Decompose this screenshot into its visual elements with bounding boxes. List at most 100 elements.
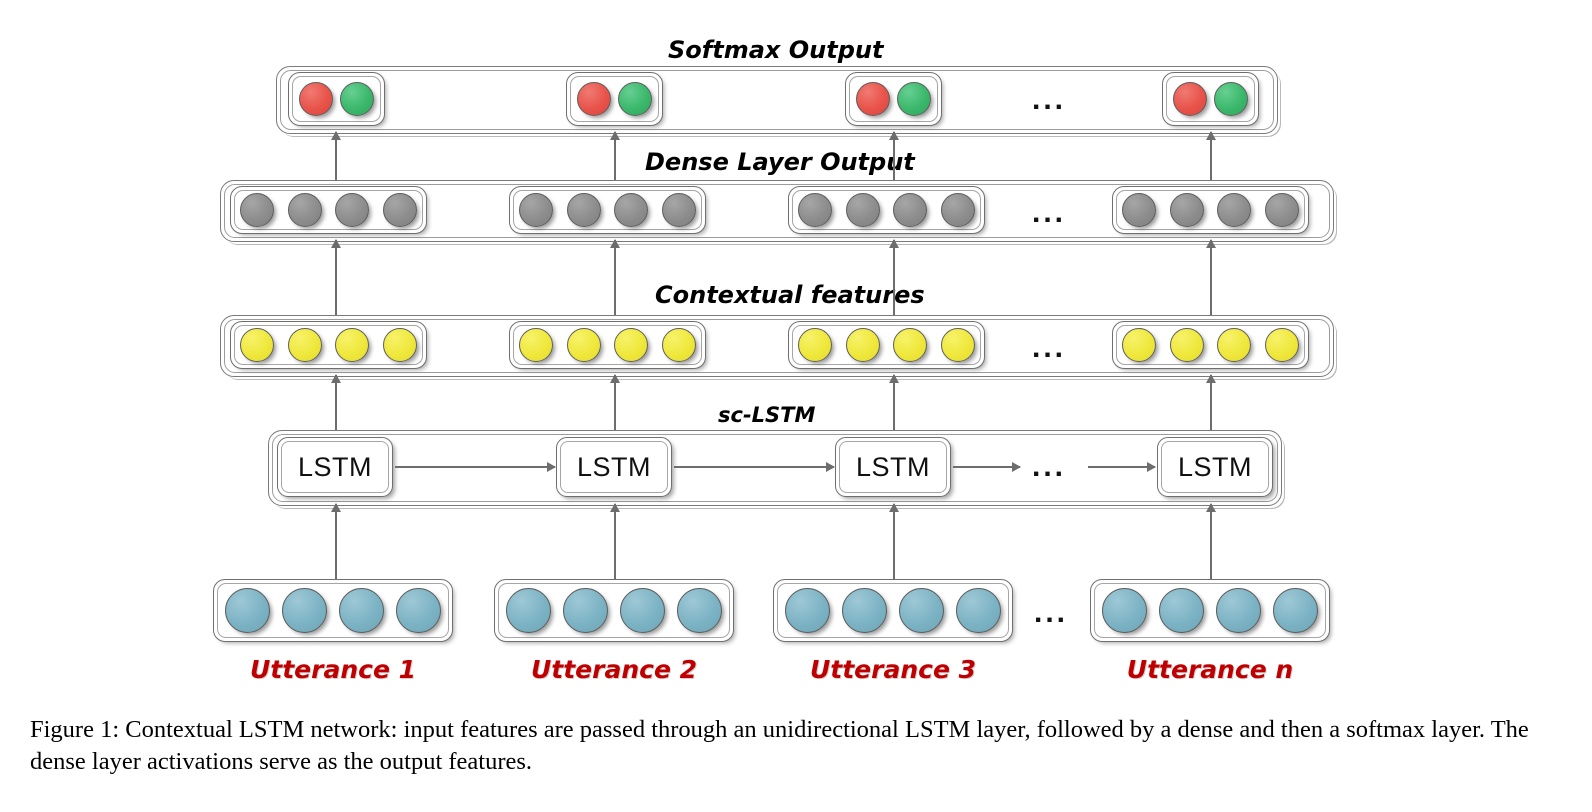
arrow-input-to-lstm-3 bbox=[893, 504, 895, 582]
figure-caption: Figure 1: Contextual LSTM network: input… bbox=[30, 716, 1529, 775]
contextual-node bbox=[1169, 328, 1204, 362]
contextual-node bbox=[798, 328, 832, 362]
sclstm-band bbox=[268, 430, 1282, 506]
arrow-contextual-to-dense-n bbox=[1210, 240, 1212, 315]
layer-label-dense: Dense Layer Output bbox=[645, 148, 915, 176]
arrow-contextual-to-dense-3 bbox=[893, 240, 895, 315]
arrow-lstm-to-contextual-1 bbox=[335, 375, 337, 435]
dense-node bbox=[845, 193, 880, 227]
arrow-lstm-to-contextual-3 bbox=[893, 375, 895, 435]
contextual-node bbox=[661, 328, 696, 362]
dense-node bbox=[335, 193, 370, 227]
utterance-box-2[interactable] bbox=[494, 579, 734, 642]
contextual-node bbox=[335, 328, 370, 362]
dense-node bbox=[519, 193, 553, 227]
arrow-input-to-lstm-1 bbox=[335, 504, 337, 582]
contextual-node bbox=[519, 328, 553, 362]
dense-node bbox=[940, 193, 975, 227]
arrow-lstm-to-contextual-2 bbox=[614, 375, 616, 435]
dense-node bbox=[614, 193, 649, 227]
input-node bbox=[563, 588, 608, 633]
contextual-group-2[interactable] bbox=[509, 321, 706, 369]
arrow-lstm-2-to-3 bbox=[674, 466, 834, 468]
arrow-contextual-to-dense-2 bbox=[614, 240, 616, 315]
softmax-ellipsis: ... bbox=[1032, 83, 1067, 116]
input-node bbox=[785, 588, 830, 633]
input-node bbox=[282, 588, 327, 633]
softmax-node-red bbox=[856, 82, 890, 116]
contextual-node bbox=[1122, 328, 1156, 362]
dense-node bbox=[1217, 193, 1252, 227]
arrow-dense-to-softmax-n bbox=[1210, 132, 1212, 180]
lstm-ellipsis: ... bbox=[1032, 450, 1067, 483]
contextual-ellipsis: ... bbox=[1032, 331, 1067, 364]
utterance-label-n: Utterance n bbox=[1126, 655, 1294, 684]
input-node bbox=[899, 588, 944, 633]
contextual-node bbox=[240, 328, 274, 362]
input-node bbox=[620, 588, 665, 633]
arrow-input-to-lstm-2 bbox=[614, 504, 616, 582]
utterance-label-2: Utterance 2 bbox=[530, 655, 698, 684]
softmax-group-n[interactable] bbox=[1162, 72, 1259, 126]
dense-node bbox=[382, 193, 417, 227]
utterance-box-3[interactable] bbox=[773, 579, 1013, 642]
input-node bbox=[677, 588, 722, 633]
dense-node bbox=[1264, 193, 1299, 227]
softmax-node-green bbox=[897, 82, 931, 116]
layer-label-softmax: Softmax Output bbox=[668, 36, 884, 64]
input-node bbox=[506, 588, 551, 633]
arrow-lstm-3-to-dots bbox=[953, 466, 1020, 468]
contextual-node bbox=[845, 328, 880, 362]
contextual-group-3[interactable] bbox=[788, 321, 985, 369]
softmax-group-2[interactable] bbox=[566, 72, 663, 126]
softmax-layer-band bbox=[276, 66, 1278, 134]
contextual-node bbox=[382, 328, 417, 362]
dense-node bbox=[1169, 193, 1204, 227]
input-node bbox=[396, 588, 441, 633]
softmax-node-red bbox=[1173, 82, 1207, 116]
lstm-cell-2[interactable]: LSTM bbox=[556, 437, 672, 497]
utterance-label-1: Utterance 1 bbox=[249, 655, 417, 684]
softmax-group-3[interactable] bbox=[845, 72, 942, 126]
contextual-node bbox=[287, 328, 322, 362]
input-node bbox=[339, 588, 384, 633]
contextual-group-n[interactable] bbox=[1112, 321, 1309, 369]
layer-label-contextual: Contextual features bbox=[655, 281, 925, 309]
dense-group-3[interactable] bbox=[788, 186, 985, 234]
softmax-group-1[interactable] bbox=[288, 72, 385, 126]
input-node bbox=[1102, 588, 1147, 633]
contextual-group-1[interactable] bbox=[230, 321, 427, 369]
softmax-node-green bbox=[1214, 82, 1248, 116]
input-node bbox=[842, 588, 887, 633]
contextual-node bbox=[566, 328, 601, 362]
input-ellipsis: ... bbox=[1034, 596, 1069, 629]
utterance-label-3: Utterance 3 bbox=[809, 655, 977, 684]
softmax-node-green bbox=[618, 82, 652, 116]
lstm-cell-1[interactable]: LSTM bbox=[277, 437, 393, 497]
input-node bbox=[1216, 588, 1261, 633]
dense-group-2[interactable] bbox=[509, 186, 706, 234]
contextual-node bbox=[1217, 328, 1252, 362]
arrow-dense-to-softmax-3 bbox=[893, 132, 895, 180]
arrow-dense-to-softmax-1 bbox=[335, 132, 337, 180]
lstm-cell-n[interactable]: LSTM bbox=[1157, 437, 1273, 497]
softmax-node-red bbox=[299, 82, 333, 116]
dense-group-n[interactable] bbox=[1112, 186, 1309, 234]
arrow-lstm-to-contextual-n bbox=[1210, 375, 1212, 435]
contextual-node bbox=[893, 328, 928, 362]
contextual-node bbox=[940, 328, 975, 362]
lstm-cell-3[interactable]: LSTM bbox=[835, 437, 951, 497]
dense-ellipsis: ... bbox=[1032, 196, 1067, 229]
input-node bbox=[956, 588, 1001, 633]
dense-node bbox=[661, 193, 696, 227]
utterance-box-1[interactable] bbox=[213, 579, 453, 642]
dense-node bbox=[798, 193, 832, 227]
layer-label-sclstm: sc-LSTM bbox=[718, 403, 816, 427]
utterance-box-n[interactable] bbox=[1090, 579, 1330, 642]
softmax-node-green bbox=[340, 82, 374, 116]
input-node bbox=[1273, 588, 1318, 633]
dense-group-1[interactable] bbox=[230, 186, 427, 234]
dense-node bbox=[893, 193, 928, 227]
dense-node bbox=[240, 193, 274, 227]
